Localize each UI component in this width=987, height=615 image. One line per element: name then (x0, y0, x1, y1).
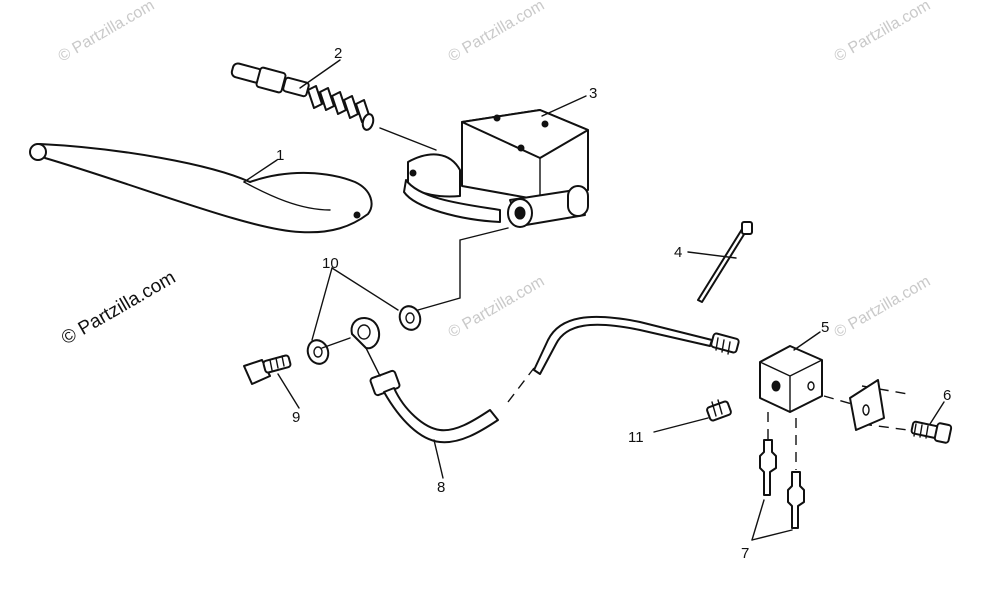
cable-tie (697, 221, 753, 303)
callout-4: 4 (674, 244, 682, 261)
watermark-main: © Partzilla.com (58, 267, 179, 349)
brake-lines (759, 439, 805, 529)
outlet-leader (417, 227, 509, 311)
watermark-top-left: © Partzilla.com (56, 0, 158, 65)
block-bolt (910, 420, 953, 444)
pushrod-leader (379, 127, 437, 151)
watermark-mid-center: © Partzilla.com (446, 273, 548, 342)
watermark-top-right: © Partzilla.com (832, 0, 934, 65)
callout-numbers: 2 3 1 4 10 5 6 9 11 8 7 (276, 45, 951, 562)
callout-1: 1 (276, 147, 284, 164)
callout-2: 2 (334, 45, 342, 62)
callout-7: 7 (741, 545, 749, 562)
block-leader-bracket (823, 395, 853, 405)
crush-washers (306, 305, 422, 365)
watermark-mid-right: © Partzilla.com (832, 273, 934, 342)
callout-10: 10 (322, 255, 339, 272)
banjo-bolt (243, 354, 292, 385)
mounting-bracket (849, 379, 885, 431)
callout-6: 6 (943, 387, 951, 404)
brake-lever (29, 143, 373, 234)
junction-block (759, 345, 823, 413)
callout-leaders (243, 59, 945, 541)
bleeder-valve (706, 399, 732, 422)
callout-9: 9 (292, 409, 300, 426)
callout-11: 11 (628, 429, 644, 446)
pushrod-spring (230, 62, 375, 131)
callout-8: 8 (437, 479, 445, 496)
master-cylinder (403, 109, 589, 228)
watermark-top-center: © Partzilla.com (446, 0, 548, 65)
callout-3: 3 (589, 85, 597, 102)
callout-5: 5 (821, 319, 829, 336)
washer-leader (321, 337, 351, 349)
bleeder-leader (653, 417, 709, 433)
brake-hose (350, 315, 740, 444)
